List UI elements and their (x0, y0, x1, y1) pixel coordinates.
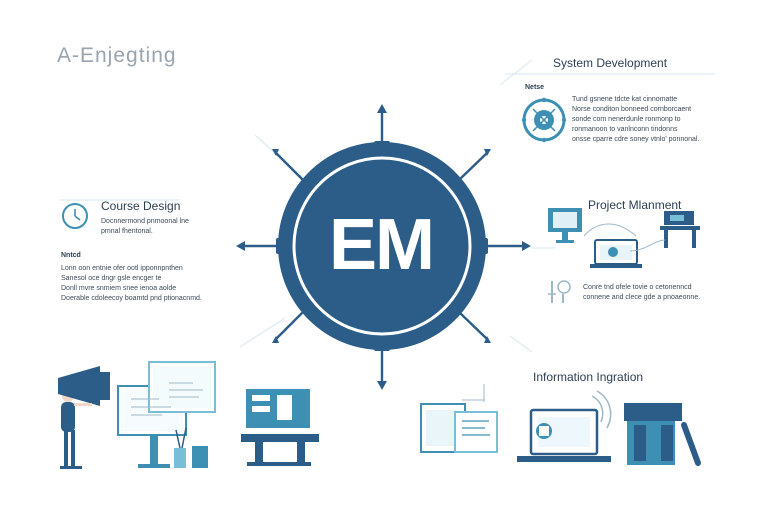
clock-icon (63, 204, 87, 228)
information-integration-title: Information Ingration (533, 370, 644, 384)
laptop-icon (517, 410, 611, 462)
course-design-description: Docnnermond pnmoonal lne pmnal fhentonal… (101, 218, 189, 235)
gear-network-icon (521, 97, 567, 143)
em-hub (276, 141, 488, 351)
page-title: A-Enjegting (57, 44, 177, 67)
clock-icon (62, 203, 88, 229)
project-management-title: Project Mlanment (588, 198, 682, 212)
document-icon (118, 362, 216, 435)
hub-label: EM (329, 205, 435, 285)
gear-network-icon (523, 99, 565, 141)
printer-icon (548, 208, 582, 243)
course-design-title: Course Design (101, 199, 181, 213)
course-design-label: Nntcd (61, 252, 81, 259)
project-management-body: Conre tnd ofele tovie o cetonenncd conne… (583, 284, 701, 301)
desk-icon (624, 403, 698, 465)
bottom-right-illustrations (420, 384, 701, 466)
system-development-title: System Development (553, 56, 668, 70)
system-development-label: Netse (525, 84, 545, 91)
computer-monitor-icon (241, 389, 319, 466)
course-design-body: Lonn oon entnie ofer ootl ipponnpnthen S… (61, 265, 202, 302)
hub-spokes (239, 108, 527, 386)
megaphone-icon (57, 366, 110, 406)
bottom-left-illustrations (58, 361, 319, 469)
spoke-tips (236, 104, 531, 390)
project-management-icons (548, 208, 700, 303)
system-development-body: Tund gsnene tdcte kat cinnomatte Norse c… (572, 96, 700, 143)
